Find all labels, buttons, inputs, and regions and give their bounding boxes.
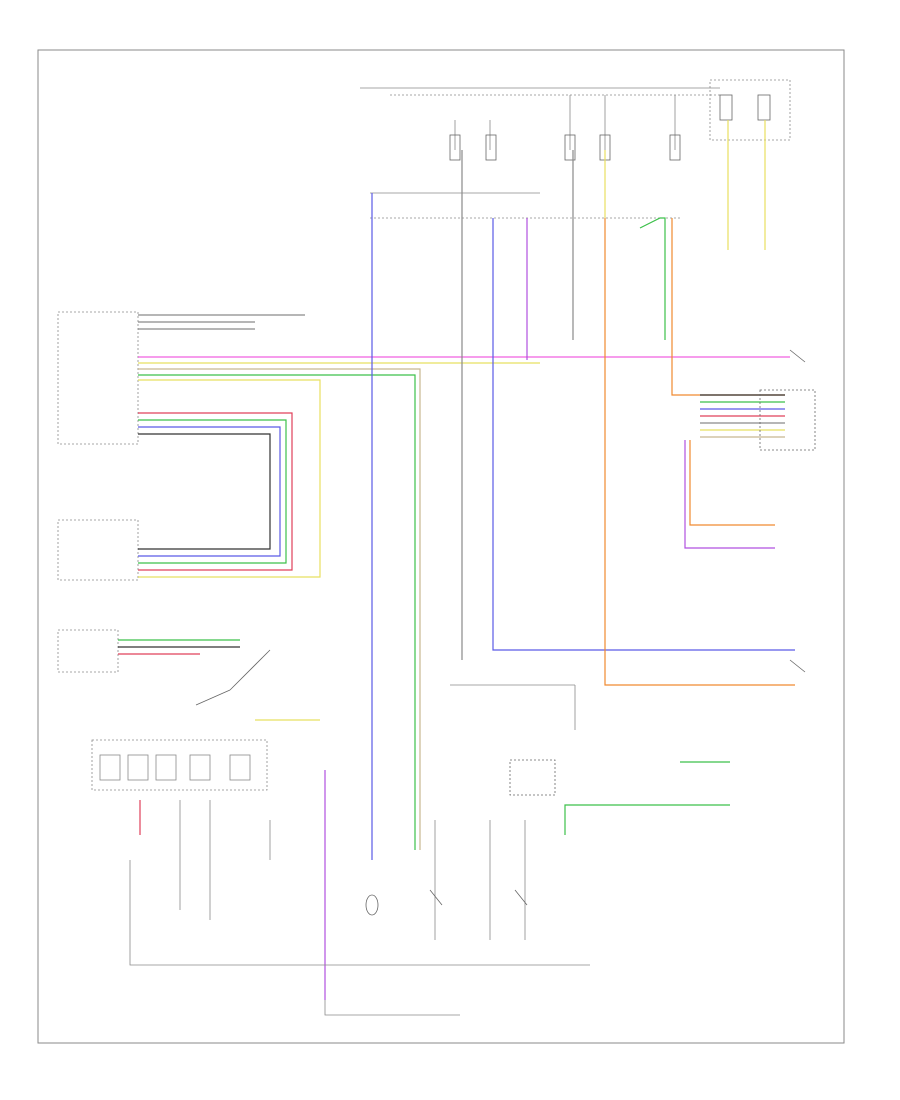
steering-module: [57, 629, 119, 673]
wire-green-loop: [138, 419, 287, 564]
wire-green-top: [639, 217, 666, 340]
harness-bar: [370, 192, 680, 219]
wire-red-loop: [138, 412, 293, 571]
wire-green-vertical: [138, 374, 416, 850]
wire-orange-to-right: [604, 218, 795, 686]
wire-black-loop: [138, 433, 271, 550]
ground-traces: [129, 684, 590, 1016]
wire-tan-vertical: [138, 368, 421, 850]
top-power-bus: [360, 79, 791, 150]
wire-blue-loop: [138, 426, 281, 557]
diagram-frame: [37, 49, 845, 1044]
fuse-group: [449, 94, 771, 161]
switch-symbols: [195, 349, 816, 916]
transmission-module: [57, 519, 139, 581]
wire-blue-to-right: [492, 218, 795, 651]
wire-yellow-loop: [138, 379, 321, 578]
relay-block: [91, 739, 268, 791]
wire-bundle: [118, 120, 795, 1000]
left-module: [57, 311, 139, 445]
